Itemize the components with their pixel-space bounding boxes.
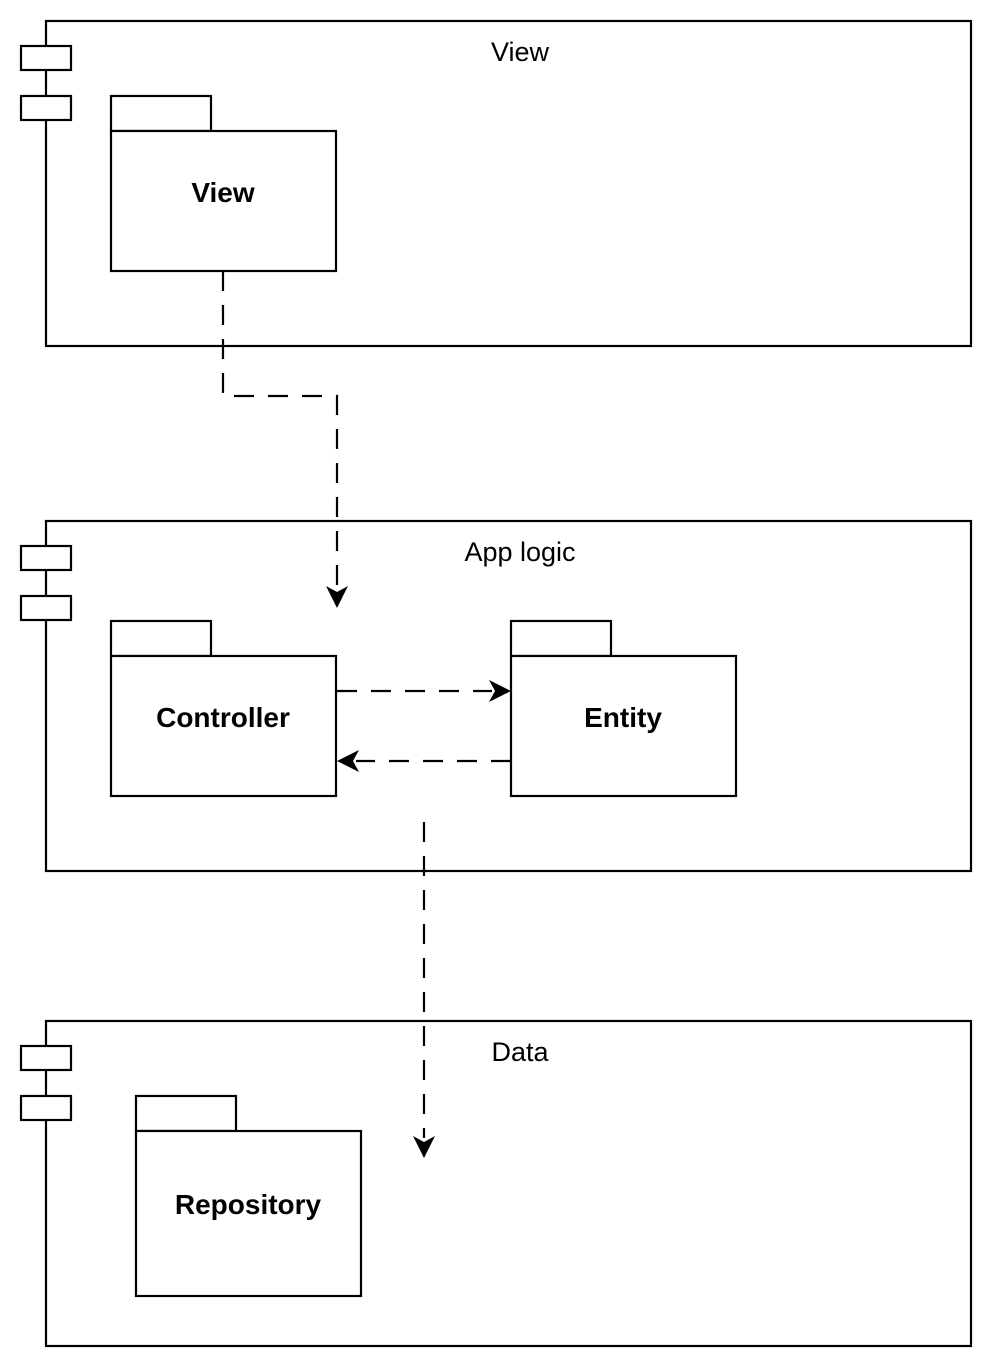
package-tab	[109, 619, 213, 658]
package-tab	[134, 1094, 238, 1133]
package-view: View	[109, 94, 338, 273]
package-label: Controller	[156, 702, 290, 733]
package-label: Repository	[175, 1189, 322, 1220]
component-app-logic-layer: App logic Controller Entity	[19, 519, 973, 873]
component-port-icon	[19, 1094, 73, 1122]
dependency-entity-to-controller	[337, 750, 511, 772]
component-view-layer: View View	[19, 19, 973, 348]
arrowhead-icon	[337, 750, 359, 772]
dependency-controller-to-entity	[337, 680, 511, 702]
package-body	[134, 1129, 363, 1298]
package-repository: Repository	[134, 1094, 363, 1298]
component-port-icon	[19, 594, 73, 622]
package-entity: Entity	[509, 619, 738, 798]
component-port-icon	[19, 94, 73, 122]
component-title: Data	[491, 1037, 549, 1067]
dependency-app-logic-to-data	[413, 822, 435, 1158]
package-controller: Controller	[109, 619, 338, 798]
package-label: Entity	[584, 702, 662, 733]
package-tab	[109, 94, 213, 133]
package-body	[109, 654, 338, 798]
arrowhead-icon	[489, 680, 511, 702]
package-body	[109, 129, 338, 273]
component-data-layer: Data Repository	[19, 1019, 973, 1348]
arrowhead-icon	[413, 1136, 435, 1158]
arrowhead-icon	[326, 586, 348, 608]
component-title: View	[491, 37, 550, 67]
component-port-icon	[19, 44, 73, 72]
component-port-icon	[19, 1044, 73, 1072]
dependency-line	[221, 271, 339, 588]
package-body	[509, 654, 738, 798]
package-label: View	[191, 177, 255, 208]
component-port-icon	[19, 544, 73, 572]
package-tab	[509, 619, 613, 658]
component-title: App logic	[464, 537, 575, 567]
dependency-view-to-controller	[221, 271, 348, 608]
